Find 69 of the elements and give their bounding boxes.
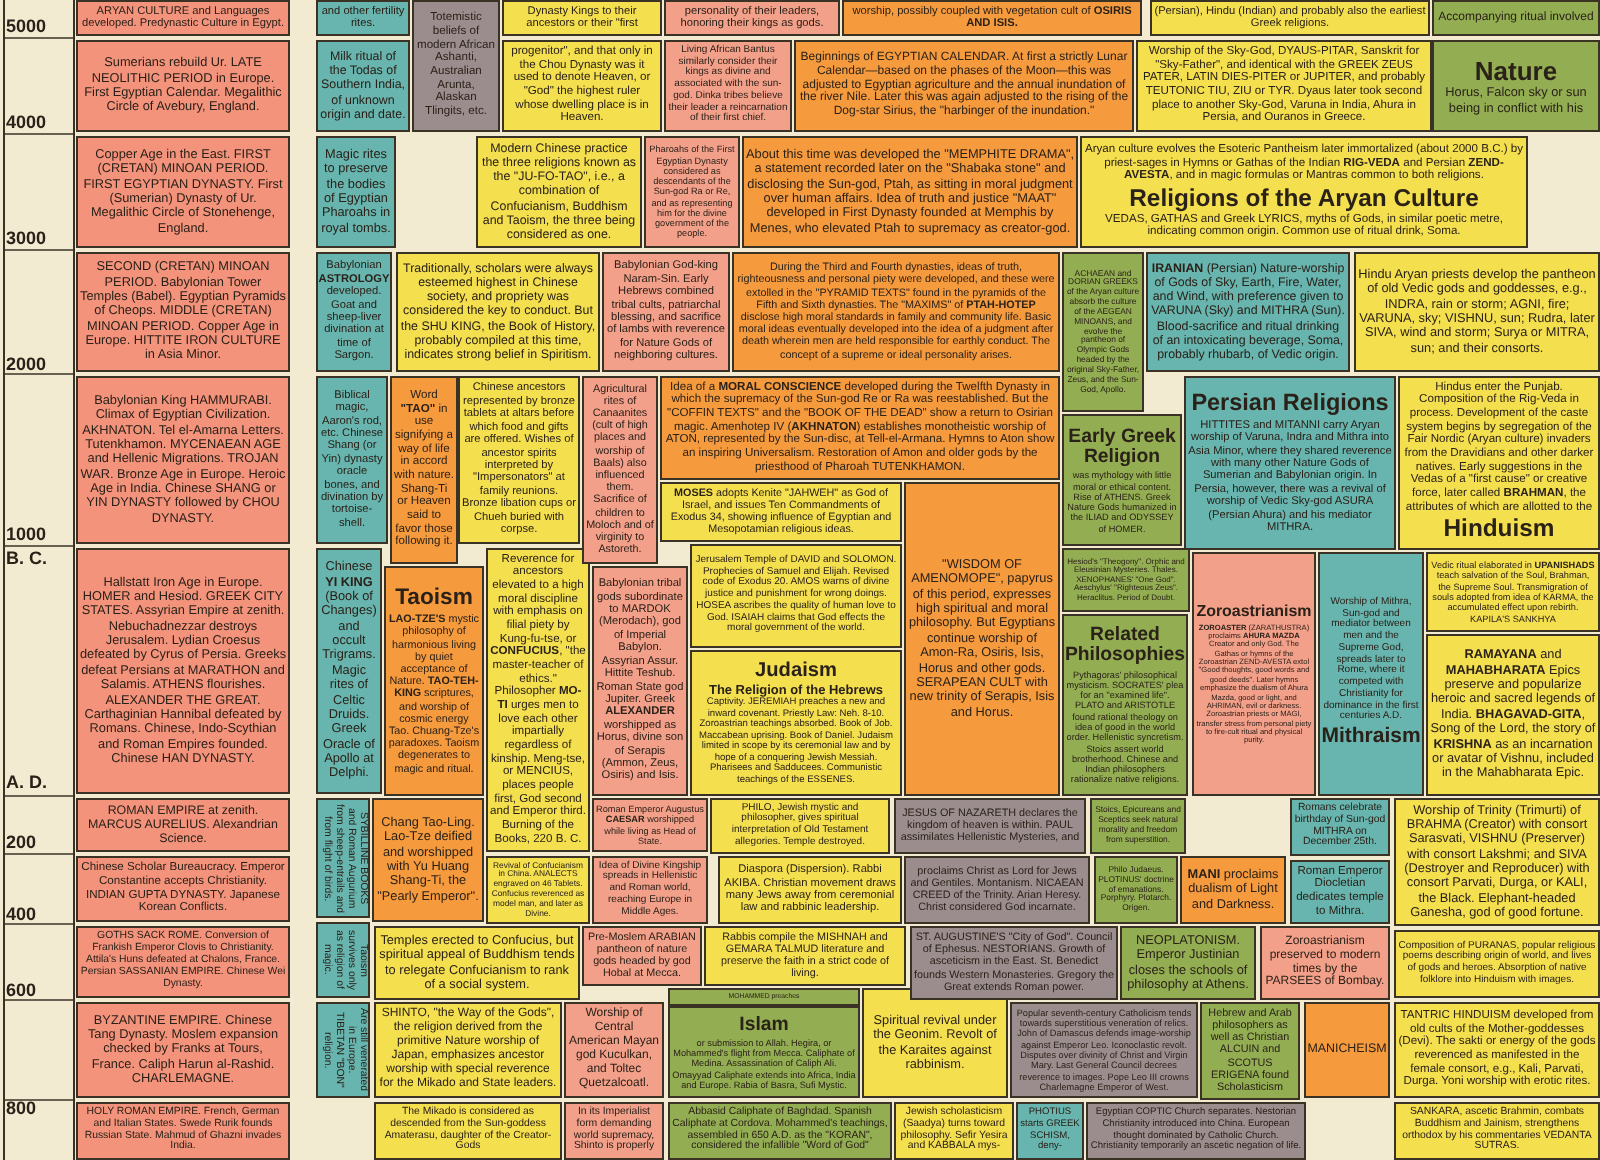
year-label: 2000 bbox=[6, 354, 47, 374]
religion-panel bbox=[390, 376, 458, 564]
section-heading: Taoism bbox=[395, 588, 473, 613]
section-heading: Judaism bbox=[755, 661, 837, 683]
religion-panel bbox=[1398, 376, 1600, 550]
religion-panel bbox=[1184, 376, 1396, 550]
religion-panel bbox=[1080, 136, 1528, 248]
religion-panel bbox=[1304, 1002, 1390, 1098]
year-label: 1000 bbox=[6, 524, 47, 544]
religion-panel bbox=[316, 376, 388, 544]
religion-panel bbox=[412, 0, 500, 132]
year-label: 3000 bbox=[6, 228, 47, 248]
year-label: B. C. bbox=[6, 548, 48, 568]
history-era-panel bbox=[76, 40, 290, 132]
religion-panel bbox=[1354, 252, 1600, 372]
religion-panel bbox=[372, 798, 484, 922]
religion-panel bbox=[904, 482, 1060, 796]
year-label: A. D. bbox=[6, 772, 48, 792]
religion-panel bbox=[316, 136, 396, 248]
religion-panel bbox=[592, 566, 688, 796]
year-label: 400 bbox=[6, 904, 37, 924]
religion-panel bbox=[1432, 40, 1600, 132]
year-label: 600 bbox=[6, 980, 37, 1000]
section-heading: Mithraism bbox=[1321, 726, 1421, 749]
religion-panel bbox=[742, 136, 1078, 248]
section-heading: Nature bbox=[1474, 57, 1558, 85]
religion-panel bbox=[1090, 798, 1186, 854]
religion-panel bbox=[704, 926, 906, 986]
history-era-panel bbox=[76, 798, 290, 852]
religion-panel bbox=[1062, 414, 1182, 546]
history-era-panel bbox=[76, 548, 290, 794]
religion-panel bbox=[316, 548, 382, 794]
religion-panel bbox=[664, 0, 840, 36]
religion-panel bbox=[904, 856, 1090, 924]
religion-panel bbox=[1192, 552, 1316, 796]
section-heading: Hinduism bbox=[1443, 516, 1555, 543]
religion-panel bbox=[794, 40, 1134, 132]
religion-panel bbox=[690, 544, 902, 648]
religion-panel bbox=[374, 1102, 562, 1160]
year-label: 5000 bbox=[6, 16, 47, 36]
section-heading: Persian Religions bbox=[1191, 392, 1389, 418]
section-heading: Religions of the Aryan Culture bbox=[1129, 185, 1479, 212]
religion-panel bbox=[1432, 0, 1600, 36]
religion-panel bbox=[842, 0, 1142, 36]
year-label: 200 bbox=[6, 832, 37, 852]
history-era-panel bbox=[76, 376, 290, 544]
religion-panel bbox=[1094, 856, 1178, 924]
religion-panel bbox=[862, 988, 1008, 1098]
religion-panel bbox=[668, 1006, 860, 1098]
religion-panel bbox=[1318, 552, 1424, 796]
religion-panel bbox=[894, 798, 1086, 854]
religion-panel bbox=[1062, 614, 1188, 796]
religion-panel bbox=[668, 988, 860, 1006]
section-heading: Related Philosophies bbox=[1064, 626, 1186, 668]
religion-panel bbox=[502, 0, 662, 36]
religion-panel bbox=[1062, 548, 1190, 612]
religion-panel bbox=[1180, 856, 1286, 924]
section-heading: Islam bbox=[739, 1015, 789, 1036]
religion-panel bbox=[1062, 252, 1144, 412]
religion-panel bbox=[690, 650, 902, 796]
history-era-panel bbox=[76, 1002, 290, 1098]
religion-panel bbox=[384, 566, 484, 796]
religion-panel bbox=[1394, 930, 1600, 998]
religion-panel bbox=[1426, 634, 1600, 796]
religion-panel bbox=[710, 798, 890, 854]
history-era-panel bbox=[76, 136, 290, 248]
section-heading: Early Greek Religion bbox=[1066, 428, 1178, 469]
year-label: 800 bbox=[6, 1098, 37, 1118]
year-label: 4000 bbox=[6, 112, 47, 132]
